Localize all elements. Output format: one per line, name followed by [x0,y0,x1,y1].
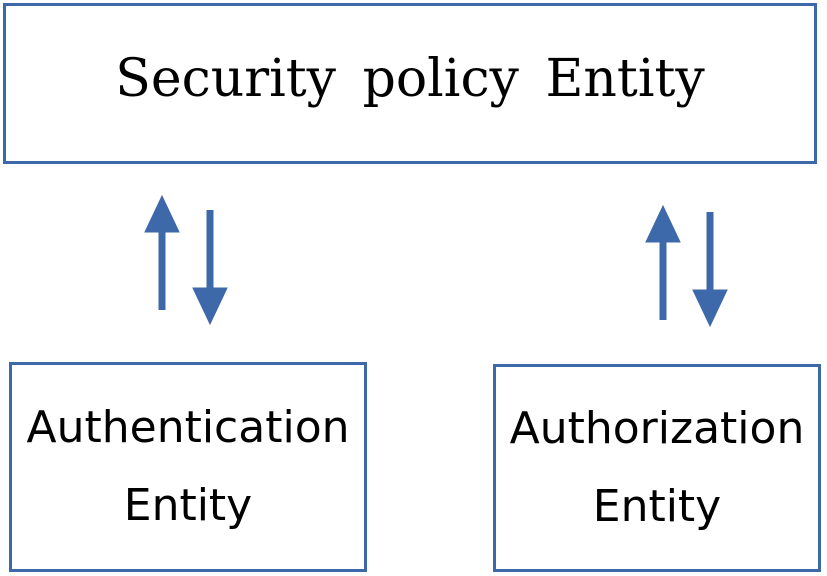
security-policy-entity-box: Security policy Entity [3,3,817,164]
right-down-arrow [692,212,728,328]
authorization-entity-line1: Authorization [509,403,805,454]
authentication-entity-line1: Authentication [26,402,350,453]
authorization-entity-line2: Entity [592,481,722,532]
right-up-arrow [645,204,681,320]
left-down-arrow [192,210,228,326]
security-policy-entity-label: Security policy Entity [115,48,705,109]
left-up-arrow [144,194,180,310]
authentication-entity-line2: Entity [123,480,253,531]
authentication-entity-box: Authentication Entity [9,362,367,572]
authorization-entity-box: Authorization Entity [493,364,821,572]
